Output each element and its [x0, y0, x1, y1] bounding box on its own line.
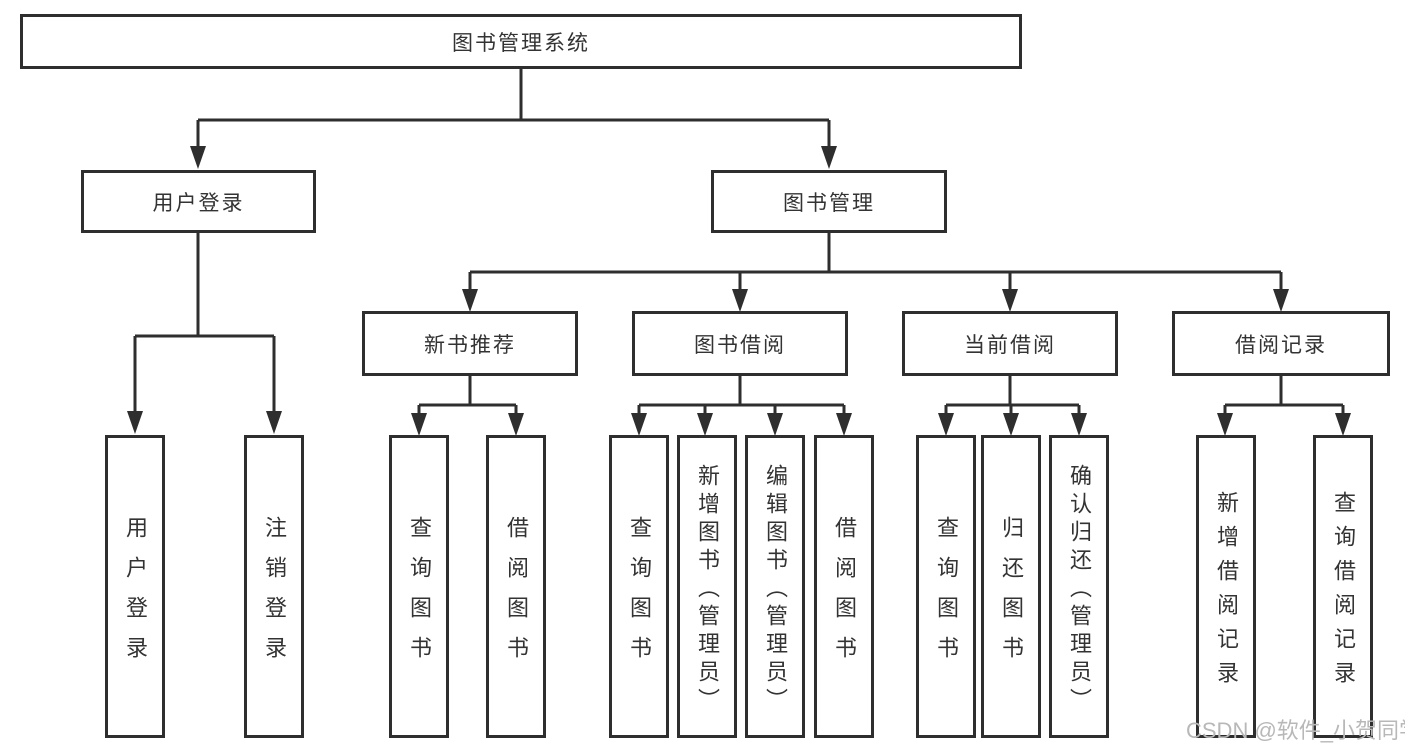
node-book-management: 图书管理 — [711, 170, 947, 233]
node-book-borrowing: 图书借阅 — [632, 311, 848, 376]
leaf-edit-book-admin: 编辑图书（管理员） — [745, 435, 805, 738]
node-new-book-recommendation: 新书推荐 — [362, 311, 578, 376]
leaf-query-book-under-current: 查询图书 — [916, 435, 976, 738]
csdn-watermark: CSDN @软件_小贺同学 — [1186, 718, 1405, 743]
leaf-borrow-book-under-recommendation: 借阅图书 — [486, 435, 546, 738]
leaf-borrow-book-under-borrowing: 借阅图书 — [814, 435, 874, 738]
leaf-add-borrow-record: 新增借阅记录 — [1196, 435, 1256, 738]
leaf-user-login: 用户登录 — [105, 435, 165, 738]
arrowheads — [127, 146, 1351, 436]
leaf-query-book-under-recommendation: 查询图书 — [389, 435, 449, 738]
node-library-management-system: 图书管理系统 — [20, 14, 1022, 69]
leaf-query-book-under-borrowing: 查询图书 — [609, 435, 669, 738]
leaf-add-book-admin: 新增图书（管理员） — [677, 435, 737, 738]
leaf-logout: 注销登录 — [244, 435, 304, 738]
leaf-query-borrow-record: 查询借阅记录 — [1313, 435, 1373, 738]
node-borrowing-records: 借阅记录 — [1172, 311, 1390, 376]
node-user-login: 用户登录 — [81, 170, 316, 233]
leaf-return-book: 归还图书 — [981, 435, 1041, 738]
node-current-borrowing: 当前借阅 — [902, 311, 1118, 376]
leaf-confirm-return-admin: 确认归还（管理员） — [1049, 435, 1109, 738]
